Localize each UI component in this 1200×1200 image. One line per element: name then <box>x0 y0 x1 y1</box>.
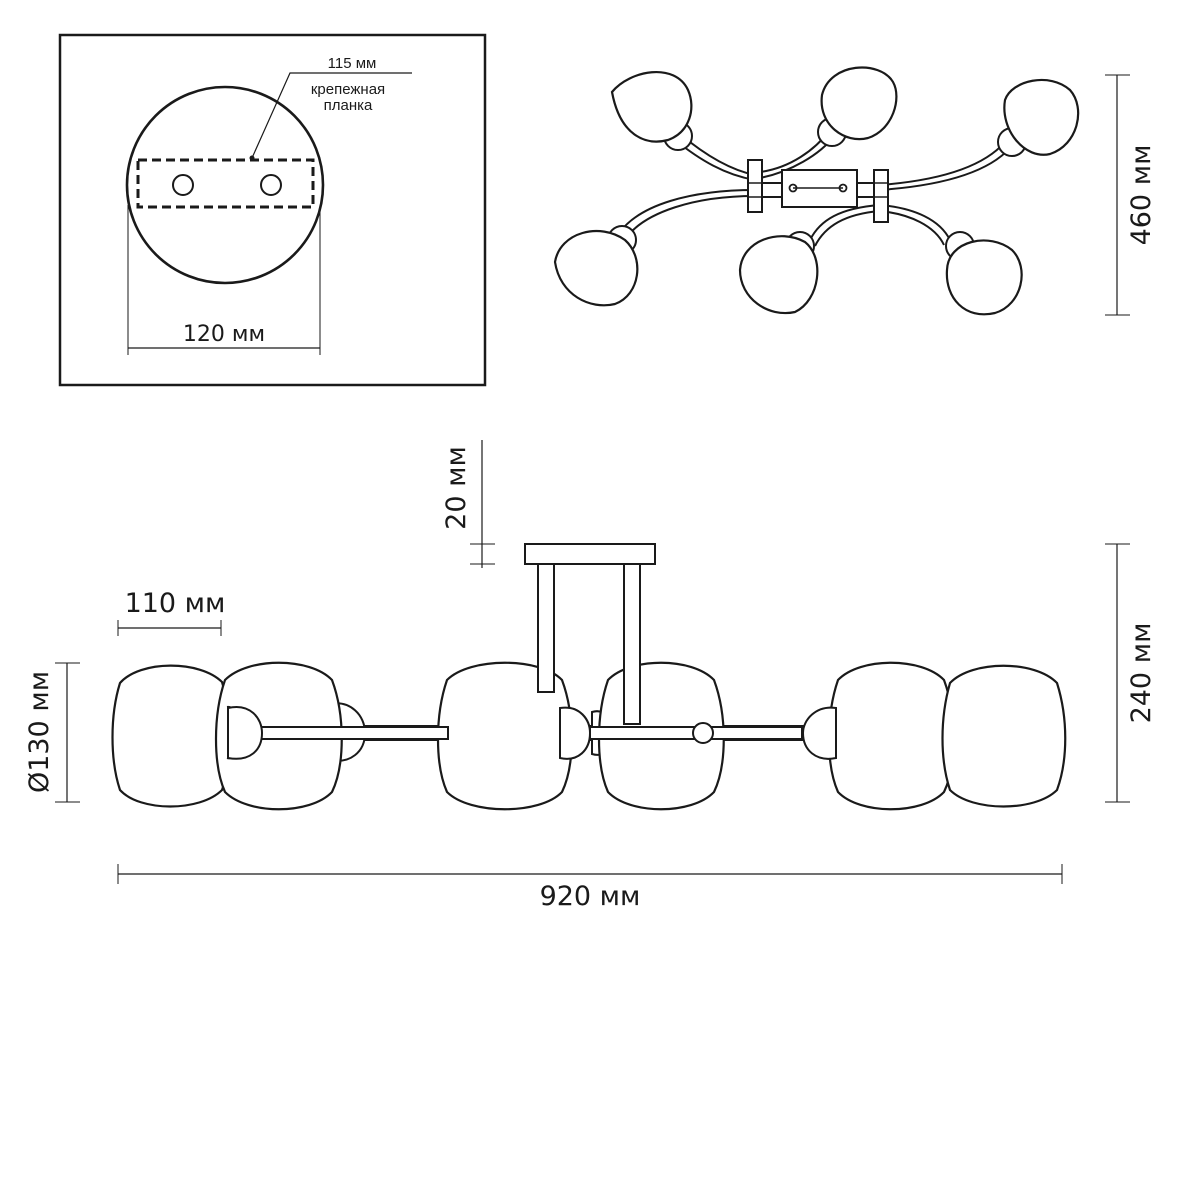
screw-hole-right <box>260 174 282 196</box>
top-shade-5 <box>738 231 819 315</box>
total-height-label: 240 мм <box>1126 623 1157 724</box>
clamp-right <box>873 169 889 223</box>
total-width-label: 920 мм <box>540 881 641 912</box>
mount-plate-frame <box>58 33 487 387</box>
top-view: 460 мм <box>553 66 1157 316</box>
bracket-label-line2: планка <box>324 97 373 114</box>
top-shade-4 <box>553 225 639 307</box>
shade-width-label: 110 мм <box>125 588 226 619</box>
side-globe-1 <box>111 664 232 808</box>
clamp-left <box>747 159 763 213</box>
canopy-height-label: 20 мм <box>441 446 472 530</box>
top-shade-6 <box>945 231 1023 316</box>
top-shade-3 <box>997 78 1080 157</box>
top-shade-2 <box>817 66 898 147</box>
side-canopy <box>524 543 656 565</box>
side-view: 20 мм 110 мм Ø130 мм 240 мм 920 мм <box>24 440 1157 912</box>
side-globe-5 <box>827 661 955 811</box>
plate-diameter-label: 120 мм <box>183 322 265 347</box>
plate-width-label: 115 мм <box>328 55 377 72</box>
top-shade-1 <box>610 70 693 151</box>
side-globe-3 <box>436 661 573 811</box>
mounting-bracket <box>136 158 315 209</box>
mount-plate-detail: 115 мм крепежная планка 120 мм <box>58 33 487 387</box>
bracket-label-line1: крепежная <box>311 81 385 98</box>
screw-hole-left <box>172 174 194 196</box>
mount-plate-circle <box>125 85 325 285</box>
depth-label: 460 мм <box>1126 145 1157 246</box>
side-globe-6 <box>941 664 1067 808</box>
bracket-leader-line <box>251 72 412 159</box>
leader-dot <box>249 155 255 161</box>
shade-diameter-label: Ø130 мм <box>24 671 55 793</box>
